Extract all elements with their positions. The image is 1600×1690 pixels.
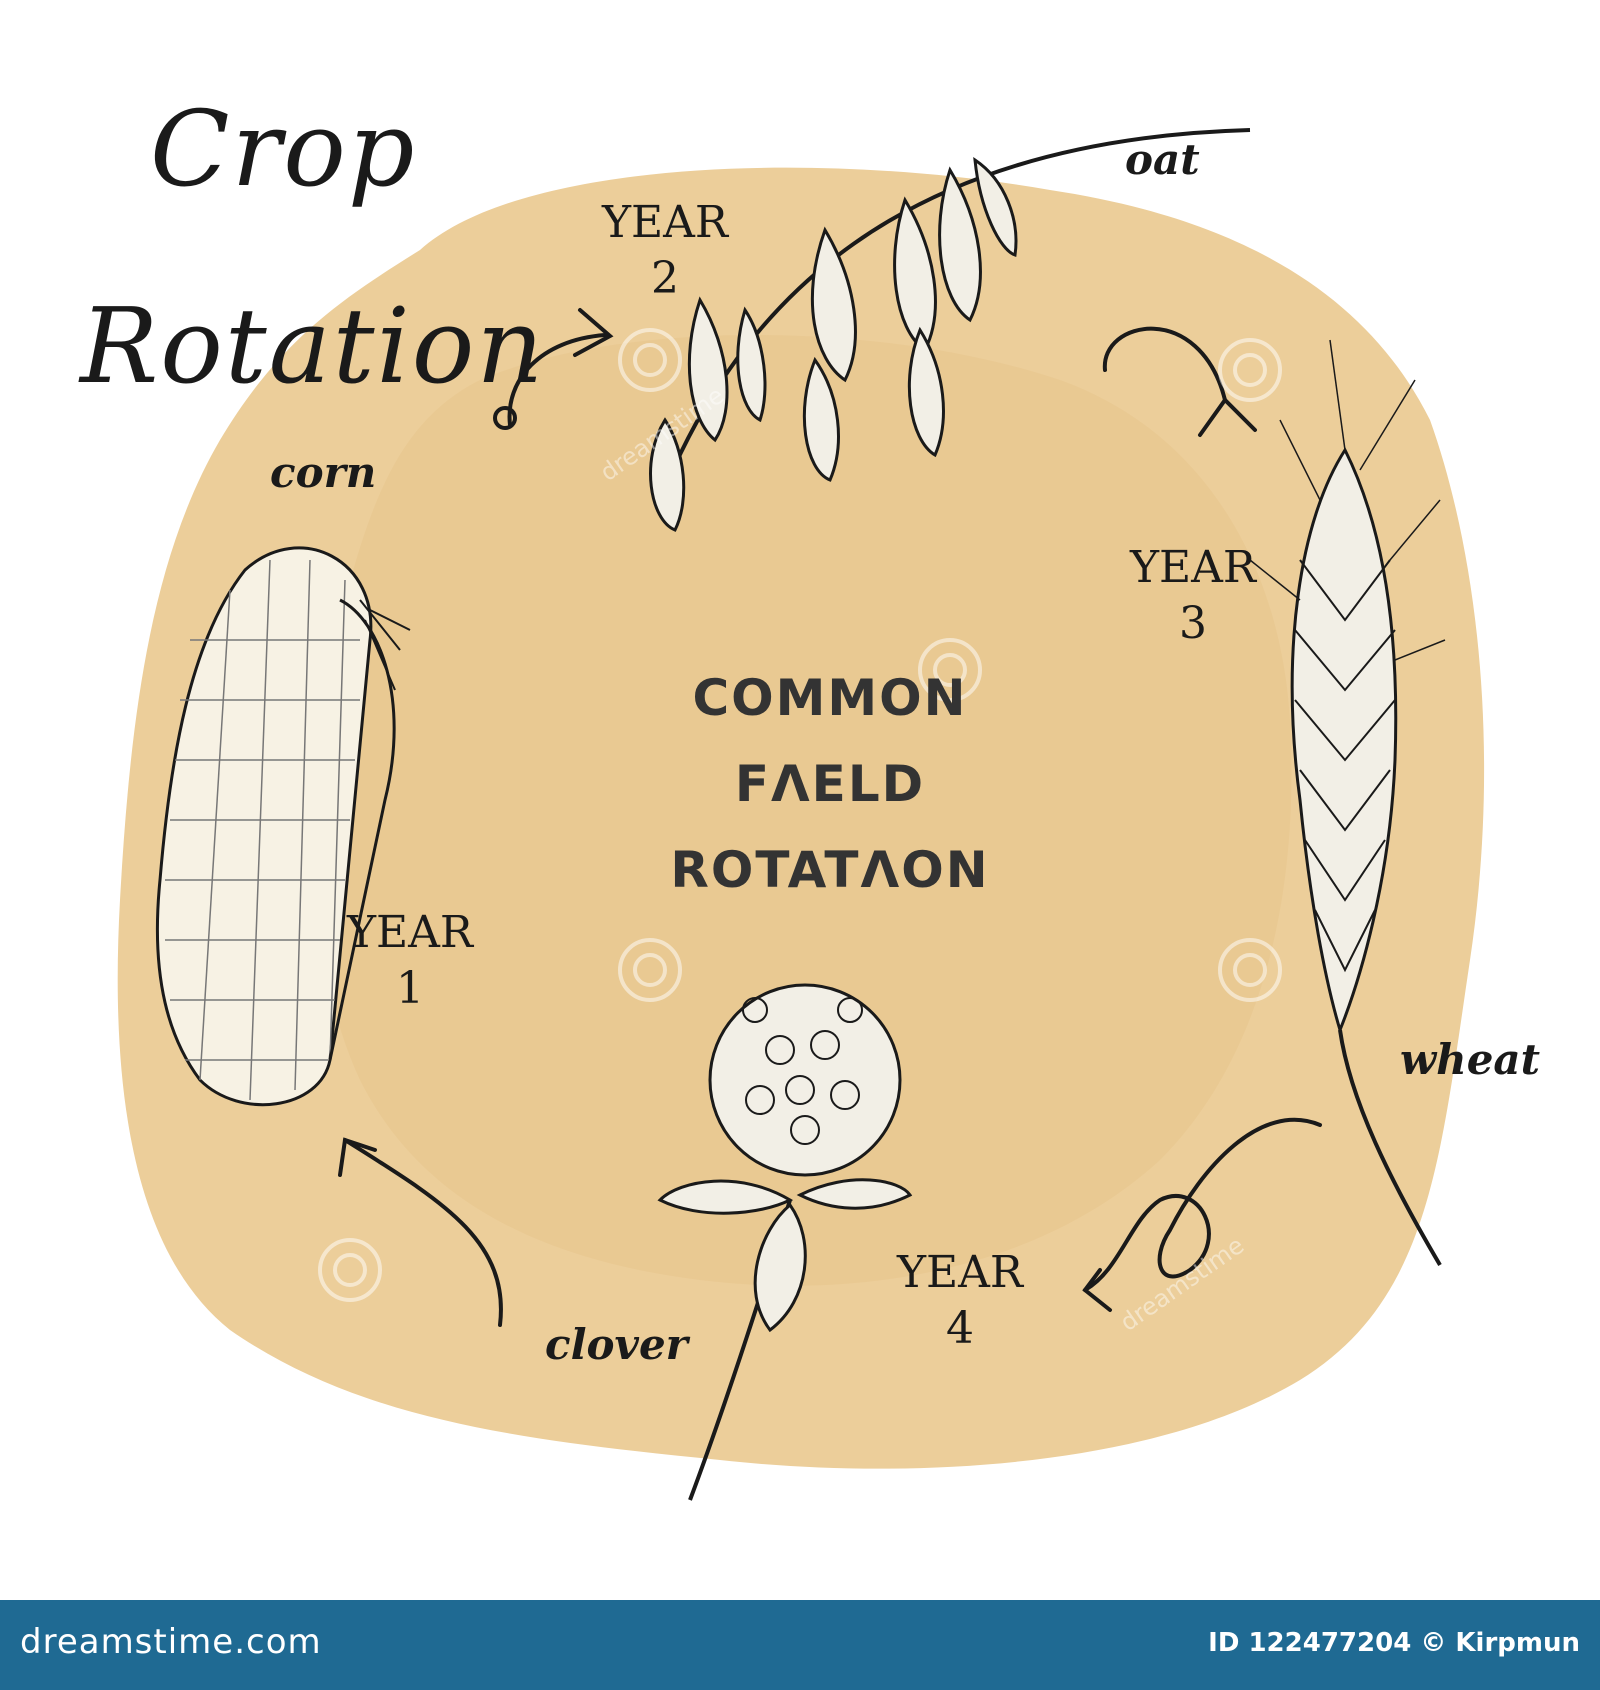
- year-3-label: YEAR 3: [1118, 540, 1268, 652]
- year-1-label: YEAR 1: [335, 905, 485, 1017]
- clover-icon: [657, 983, 913, 1501]
- year-4-number: 4: [946, 1303, 974, 1354]
- arrow-1-to-2-icon: [493, 308, 614, 430]
- arrow-3-to-4-icon: [1082, 1117, 1322, 1312]
- background-blob-inner: [312, 335, 1292, 1286]
- footer-brand[interactable]: dreamstime.com: [20, 1622, 322, 1662]
- crop-label-corn: corn: [270, 448, 377, 497]
- title-line2: Rotation: [80, 285, 546, 407]
- crop-label-clover: clover: [545, 1320, 688, 1369]
- wheat-icon: [1249, 339, 1446, 1267]
- arrow-4-to-1-icon: [338, 1137, 503, 1327]
- year-1-word: YEAR: [346, 907, 474, 958]
- footer-image-id: ID 122477204 © Kirpmun: [1208, 1628, 1580, 1658]
- arrow-2-to-3-icon: [1102, 326, 1257, 437]
- crop-label-oat: oat: [1125, 135, 1200, 184]
- year-4-word: YEAR: [896, 1247, 1024, 1298]
- oat-icon: [649, 128, 1251, 532]
- year-2-label: YEAR 2: [590, 195, 740, 307]
- year-4-label: YEAR 4: [885, 1245, 1035, 1357]
- year-2-number: 2: [651, 253, 679, 304]
- year-1-number: 1: [396, 963, 424, 1014]
- year-3-word: YEAR: [1129, 542, 1257, 593]
- year-2-word: YEAR: [601, 197, 729, 248]
- center-title: COMMON FΛELD ROTATΛON: [640, 655, 1020, 913]
- crop-label-wheat: wheat: [1400, 1035, 1541, 1084]
- corn-icon: [155, 546, 411, 1107]
- year-3-number: 3: [1179, 598, 1207, 649]
- center-line-3: ROTATΛON: [670, 841, 990, 899]
- watermark-icon: [318, 328, 1282, 1302]
- center-line-2: FΛELD: [734, 755, 926, 813]
- title-line1: Crop: [150, 88, 417, 210]
- footer-bar: dreamstime.com ID 122477204 © Kirpmun: [0, 1600, 1600, 1690]
- center-line-1: COMMON: [692, 669, 968, 727]
